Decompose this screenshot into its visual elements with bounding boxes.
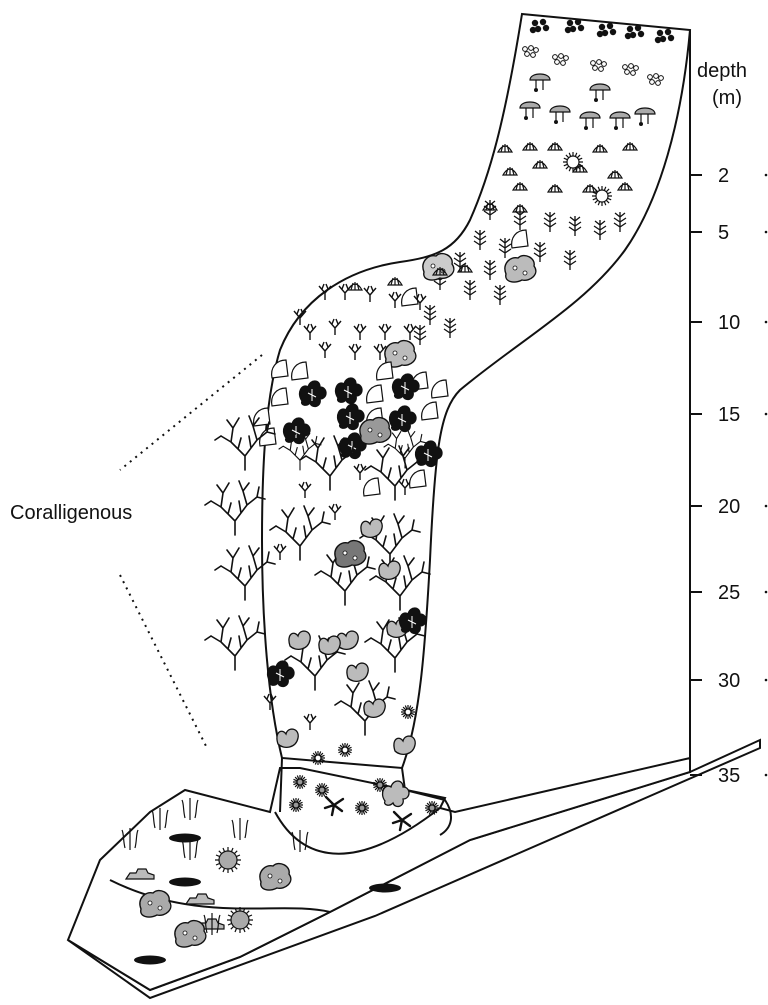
annotation-bracket-lower: [120, 575, 208, 750]
tube-worm: [364, 699, 385, 717]
sponge: [260, 864, 291, 890]
gorgonian-fan: [205, 481, 265, 535]
depth-tick-label: 30: [718, 670, 740, 692]
membranous-alga: [254, 408, 270, 426]
depth-tick-dot: [765, 591, 768, 594]
depth-tick-dot: [765, 321, 768, 324]
curled-organism: [289, 631, 310, 649]
depth-tick-label: 10: [718, 312, 740, 334]
sponge: [175, 921, 206, 947]
depth-tick-dot: [765, 679, 768, 682]
depth-tick-label: 2: [718, 165, 729, 187]
membranous-alga: [272, 360, 288, 378]
sponge: [140, 891, 171, 917]
depth-axis-unit: (m): [712, 87, 742, 109]
large-urchin: [227, 907, 253, 933]
depth-tick-label: 20: [718, 496, 740, 518]
urchin: [592, 186, 612, 206]
curled-organism: [347, 663, 368, 681]
urchin: [563, 152, 583, 172]
depth-tick-label: 15: [718, 404, 740, 426]
sponge: [335, 541, 366, 567]
depth-tick-dot: [765, 174, 768, 177]
depth-tick-dot: [765, 231, 768, 234]
holothurian: [169, 878, 201, 887]
seabed-platform: [68, 758, 690, 990]
curled-organism: [379, 561, 400, 579]
annotation-label: Coralligenous: [10, 502, 132, 524]
curled-organism: [277, 729, 298, 747]
depth-tick-label: 25: [718, 582, 740, 604]
depth-tick-label: 5: [718, 222, 729, 244]
holothurian: [134, 956, 166, 965]
curled-organism: [361, 519, 382, 537]
depth-tick-label: 35: [718, 765, 740, 787]
sponge: [505, 256, 536, 282]
curled-organism: [394, 736, 415, 754]
sponge: [423, 254, 454, 280]
depth-tick-dot: [765, 505, 768, 508]
depth-axis-title: depth: [697, 60, 747, 82]
depth-tick-dot: [765, 774, 768, 777]
sponge: [360, 418, 391, 444]
gorgonian-fan: [205, 616, 265, 670]
curled-organism: [319, 636, 340, 654]
depth-tick-dot: [765, 413, 768, 416]
holothurian: [369, 884, 401, 893]
large-urchin: [215, 847, 241, 873]
holothurian: [169, 834, 201, 843]
